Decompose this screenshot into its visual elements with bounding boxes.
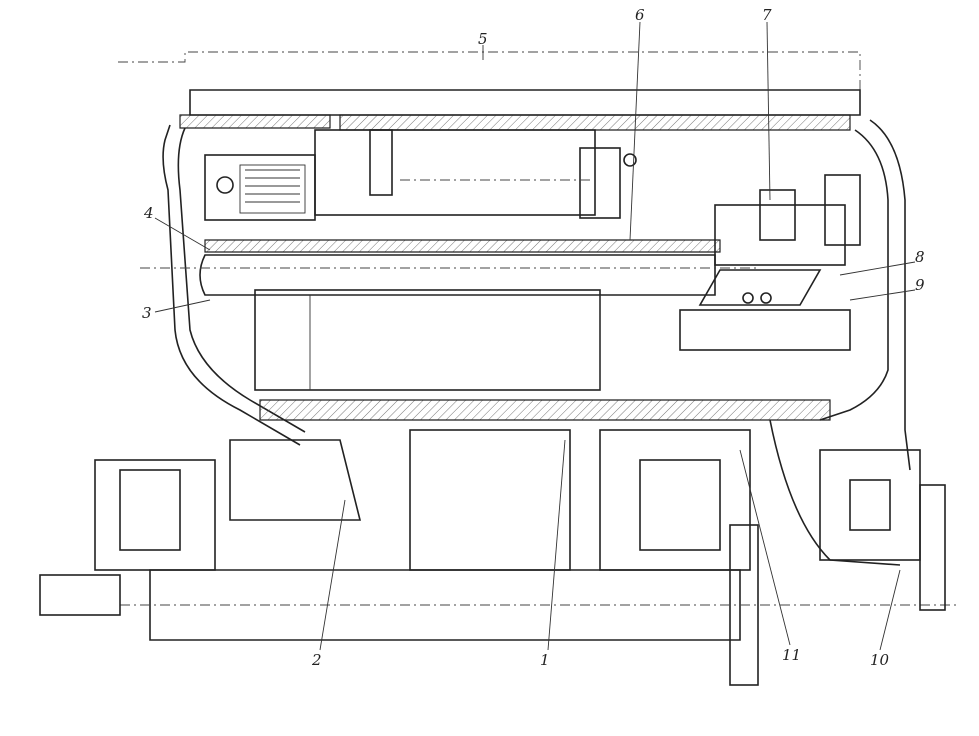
callout-8: 8 <box>915 248 925 266</box>
axle <box>39 459 960 686</box>
stator <box>204 129 637 221</box>
callout-4: 4 <box>143 204 154 222</box>
callout-6: 6 <box>635 6 645 24</box>
callout-5: 5 <box>478 30 488 48</box>
lower-housing <box>229 399 921 571</box>
housing-outline <box>118 51 911 471</box>
callout-1: 1 <box>540 651 550 669</box>
leader-lines <box>154 21 916 651</box>
callout-11: 11 <box>782 646 801 664</box>
upper-shaft <box>140 239 760 391</box>
callout-3: 3 <box>142 304 152 322</box>
callout-2: 2 <box>311 651 322 669</box>
callout-10: 10 <box>870 651 890 669</box>
gear-mechanism <box>679 174 861 351</box>
callout-7: 7 <box>762 6 772 24</box>
callout-9: 9 <box>915 276 925 294</box>
